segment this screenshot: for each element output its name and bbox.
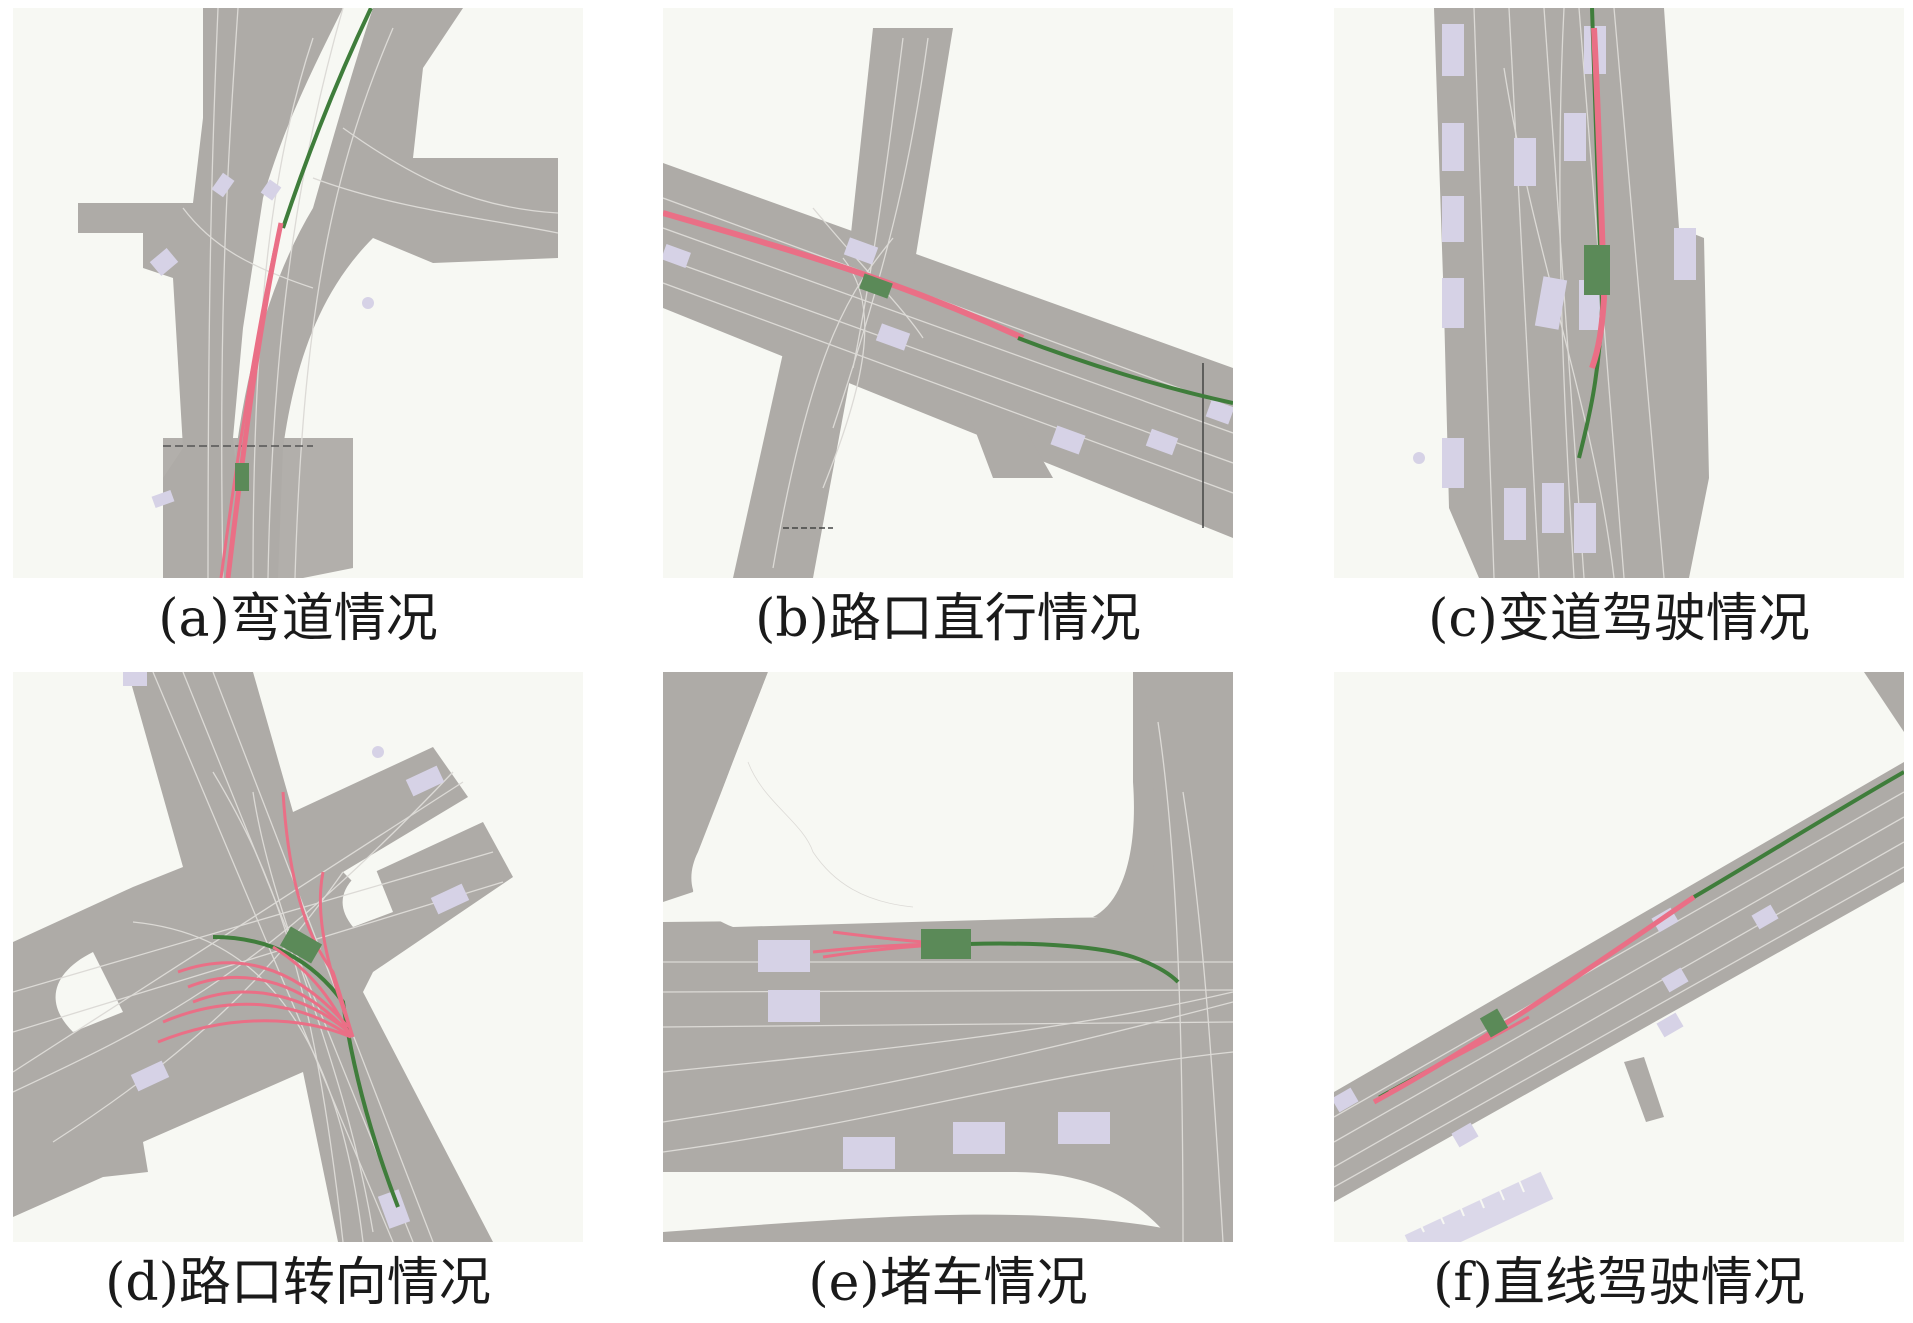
predicted-paths: [219, 222, 284, 578]
ego-vehicle: [279, 926, 323, 964]
lane-change-scene: [1334, 8, 1904, 578]
panel-curve: (a)弯道情况: [13, 8, 583, 649]
straight-driving-scene: [1334, 672, 1904, 1242]
planned-path: [1017, 336, 1233, 405]
predicted-paths: [157, 791, 355, 1044]
caption-c: (c)变道驾驶情况: [1428, 589, 1810, 649]
caption-d: (d)路口转向情况: [105, 1253, 491, 1313]
vehicles: [123, 672, 470, 1229]
panel-traffic-jam: (e)堵车情况: [663, 672, 1233, 1313]
lane-lines: [1334, 791, 1904, 1188]
lane-lines: [663, 721, 1233, 1242]
vehicles: [1334, 904, 1779, 1242]
planned-path: [1692, 770, 1904, 899]
road-edge: [663, 1214, 1233, 1242]
lane-lines: [13, 672, 504, 1242]
turning-scene: [13, 672, 583, 1242]
predicted-paths: [1372, 894, 1696, 1105]
lane-lines: [182, 8, 559, 578]
vehicles: [149, 172, 374, 509]
panel-straight-intersection: (b)路口直行情况: [663, 8, 1233, 649]
vehicles: [758, 940, 1110, 1169]
ego-vehicle: [921, 929, 971, 959]
curve-scene: [13, 8, 583, 578]
traffic-jam-scene: [663, 672, 1233, 1242]
panel-turning-intersection: (d)路口转向情况: [13, 672, 583, 1313]
road-surface: [1434, 8, 1709, 578]
road-corner: [1864, 672, 1904, 732]
caption-b: (b)路口直行情况: [755, 589, 1141, 649]
planned-path: [967, 941, 1180, 984]
stop-lines: [783, 363, 1204, 529]
ego-vehicle: [235, 463, 249, 491]
vehicles: [663, 237, 1233, 456]
panel-straight-driving: (f)直线驾驶情况: [1334, 672, 1904, 1313]
planned-path: [281, 8, 373, 229]
caption-e: (e)堵车情况: [808, 1253, 1088, 1313]
road-surface: [78, 8, 558, 578]
panel-lane-change: (c)变道驾驶情况: [1334, 8, 1904, 649]
ego-vehicle: [1584, 245, 1610, 295]
vehicles: [1413, 24, 1696, 553]
ego-vehicle: [859, 273, 893, 299]
intersection-scene: [663, 8, 1233, 578]
road-surface: [1334, 762, 1904, 1202]
ego-vehicle: [1479, 1008, 1509, 1038]
predicted-path: [663, 210, 1025, 341]
parking-marks: [1413, 1168, 1525, 1233]
caption-a: (a)弯道情况: [158, 589, 438, 649]
caption-f: (f)直线驾驶情况: [1433, 1253, 1805, 1313]
